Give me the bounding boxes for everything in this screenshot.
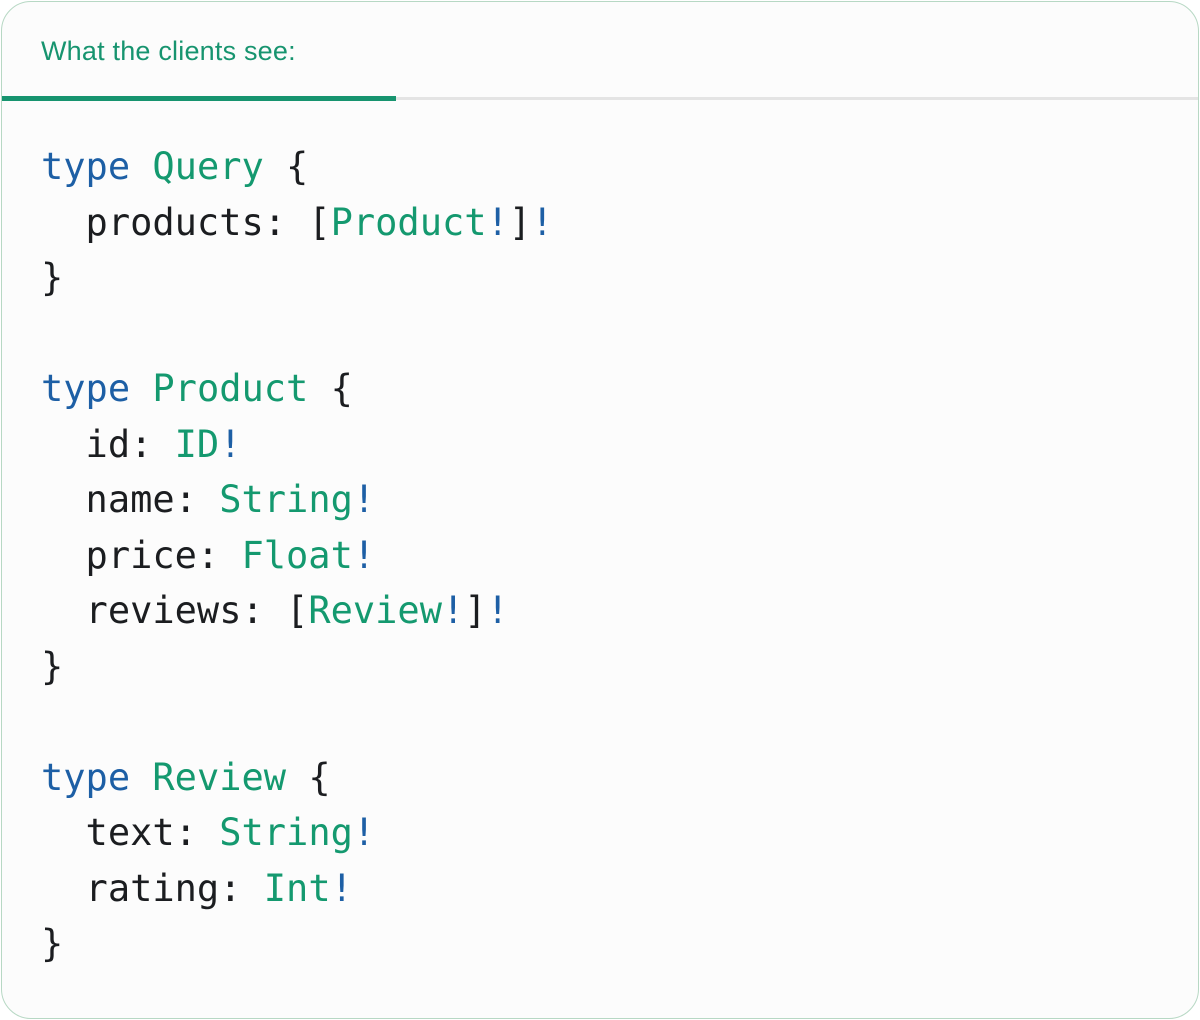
code-token-type: String xyxy=(219,478,353,521)
code-token-kw: ! xyxy=(352,533,376,577)
code-line: } xyxy=(41,639,1198,695)
code-line: rating: Int! xyxy=(41,861,1198,917)
code-line: reviews: [Review!]! xyxy=(41,583,1198,639)
code-token-type: Product xyxy=(152,367,309,410)
code-token-kw: ! xyxy=(352,478,376,521)
code-line: name: String! xyxy=(41,472,1198,528)
code-line xyxy=(41,306,1198,362)
code-token-kw: ! xyxy=(352,811,376,854)
code-token-kw: type xyxy=(41,755,131,799)
code-token-kw: ! xyxy=(441,589,465,632)
code-line: price: Float! xyxy=(41,528,1198,584)
tab-label: What the clients see: xyxy=(41,36,296,66)
code-token-plain: ] xyxy=(508,200,532,244)
active-tab-underline xyxy=(2,96,396,101)
code-token-plain: { xyxy=(308,367,353,410)
code-token-plain xyxy=(130,145,152,188)
code-token-type: Product xyxy=(330,200,487,244)
code-line xyxy=(41,694,1198,750)
tab-bar-divider xyxy=(2,97,1198,100)
code-token-type: ID xyxy=(174,422,220,466)
code-token-plain: ] xyxy=(464,589,487,632)
code-token-plain: reviews: [ xyxy=(41,589,309,632)
code-token-type: Query xyxy=(152,145,264,188)
code-token-kw: ! xyxy=(330,866,353,910)
code-token-type: String xyxy=(219,811,353,854)
code-token-type: Review xyxy=(308,589,442,632)
code-token-kw: ! xyxy=(486,589,509,632)
code-token-kw: ! xyxy=(219,422,242,466)
code-token-plain: text: xyxy=(41,811,220,854)
tab-what-clients-see[interactable]: What the clients see: xyxy=(41,36,296,67)
code-line: type Query { xyxy=(41,139,1198,195)
code-token-plain: } xyxy=(41,922,64,965)
code-line: } xyxy=(41,916,1198,972)
code-token-kw: type xyxy=(41,367,131,410)
code-token-kw: ! xyxy=(531,200,554,244)
code-line: id: ID! xyxy=(41,417,1198,473)
code-token-plain xyxy=(130,367,152,410)
code-token-plain: products: [ xyxy=(41,200,331,244)
code-token-type: Int xyxy=(263,866,331,910)
code-token-plain xyxy=(130,756,152,799)
code-line: } xyxy=(41,250,1198,306)
code-token-kw: type xyxy=(41,145,131,188)
code-token-plain: } xyxy=(41,256,64,299)
code-token-plain: price: xyxy=(41,533,242,577)
code-token-type: Float xyxy=(241,533,353,577)
code-token-kw: ! xyxy=(486,200,509,244)
code-token-plain: id: xyxy=(41,422,175,466)
code-token-plain: } xyxy=(41,644,64,688)
code-line: products: [Product!]! xyxy=(41,195,1198,251)
tab-bar: What the clients see: xyxy=(2,2,1198,101)
code-token-plain: { xyxy=(263,145,309,188)
code-token-plain: { xyxy=(286,755,331,799)
code-line: type Product { xyxy=(41,361,1198,417)
code-block: type Query { products: [Product!]!} type… xyxy=(41,139,1198,972)
code-token-plain: name: xyxy=(41,478,220,521)
code-token-plain: rating: xyxy=(41,866,264,910)
code-token-type: Review xyxy=(152,755,287,799)
code-line: text: String! xyxy=(41,805,1198,861)
code-line: type Review { xyxy=(41,750,1198,806)
